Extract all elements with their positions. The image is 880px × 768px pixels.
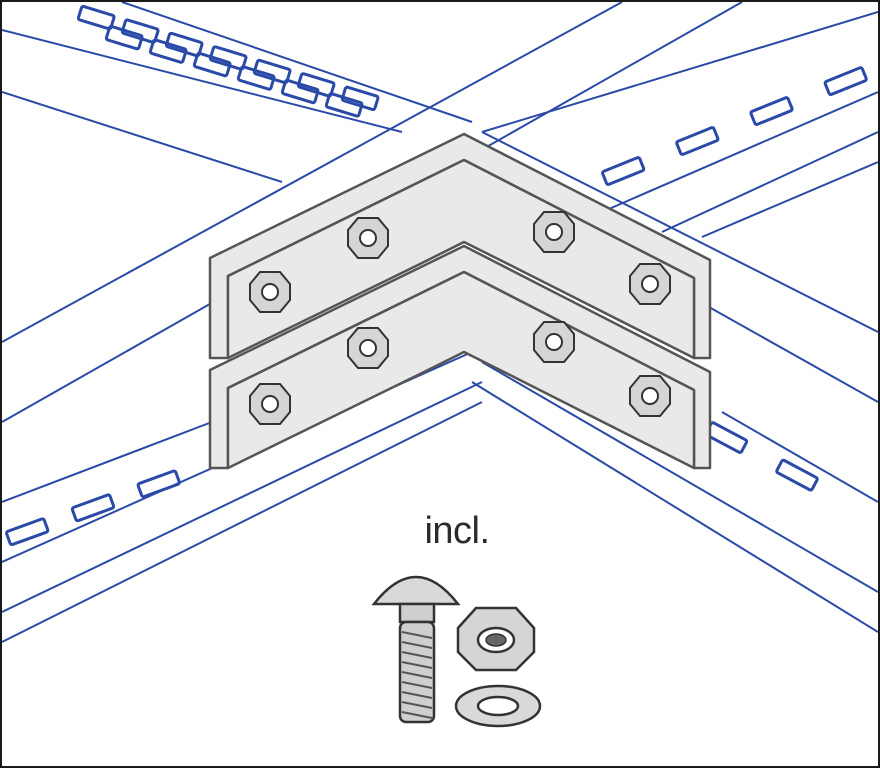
- rail-line: [2, 401, 483, 643]
- carriage-bolt-icon: [371, 575, 461, 724]
- rail-line: [721, 411, 878, 503]
- rail-line: [661, 131, 878, 233]
- rail-line: [481, 11, 878, 133]
- rail-line: [2, 29, 403, 133]
- rail-line: [481, 131, 878, 333]
- rail-line: [121, 2, 473, 123]
- rail-line: [601, 91, 878, 213]
- included-caption: incl.: [424, 510, 490, 552]
- rail-line: [2, 2, 623, 343]
- rail-line: [481, 361, 878, 593]
- corner-connector-plates: [208, 132, 712, 470]
- rail-line: [2, 91, 283, 183]
- included-hardware: [371, 575, 542, 728]
- rail-line: [471, 381, 878, 633]
- rail-line: [701, 161, 878, 238]
- washer-icon: [454, 684, 542, 728]
- rail-line: [2, 421, 213, 503]
- hex-nut-icon: [456, 606, 536, 672]
- rail-line: [2, 381, 483, 613]
- plate-bolts: [249, 211, 671, 425]
